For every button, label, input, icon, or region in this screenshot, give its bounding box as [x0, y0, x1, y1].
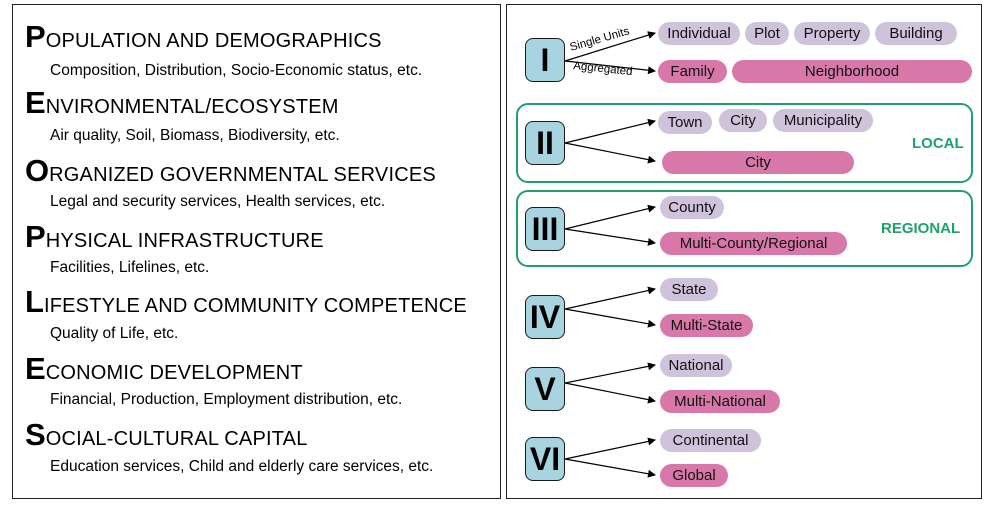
arrow-single [564, 31, 656, 62]
unit-pill: Town [658, 111, 712, 134]
local-label: LOCAL [912, 135, 964, 152]
unit-pill: City [719, 109, 767, 132]
level-box-3: III [525, 207, 565, 251]
arrow-aggregated [564, 308, 656, 328]
category-initial: P [25, 19, 46, 54]
level-box-1: I [525, 38, 565, 82]
scale-panel: Single Units Aggregated LOCAL REGIONAL I… [506, 4, 982, 499]
category-title: HYSICAL INFRASTRUCTURE [45, 230, 324, 252]
category-subtitle: Air quality, Soil, Biomass, Biodiversity… [50, 127, 340, 144]
category-initial: P [25, 219, 46, 254]
arrow-single [564, 118, 656, 144]
category-subtitle: Quality of Life, etc. [50, 325, 179, 342]
unit-pill: County [660, 196, 724, 219]
arrow-aggregated [564, 60, 656, 75]
category-population: POPULATION AND DEMOGRAPHICS [25, 21, 382, 52]
category-subtitle: Financial, Production, Employment distri… [50, 391, 403, 408]
arrow-aggregated [564, 142, 656, 164]
category-title: OPULATION AND DEMOGRAPHICS [45, 30, 382, 52]
regional-label: REGIONAL [881, 220, 961, 237]
unit-pill: Property [794, 22, 870, 45]
category-initial: S [25, 417, 46, 452]
aggregate-pill: City [662, 151, 854, 174]
level-box-5: V [525, 367, 565, 411]
aggregate-pill: Neighborhood [732, 60, 972, 83]
unit-pill: State [660, 278, 718, 301]
category-title: CONOMIC DEVELOPMENT [45, 362, 303, 384]
category-title: NVIRONMENTAL/ECOSYSTEM [45, 96, 339, 118]
level-box-2: II [525, 121, 565, 165]
category-initial: L [25, 284, 44, 319]
peoples-panel: POPULATION AND DEMOGRAPHICS Composition,… [12, 4, 501, 499]
aggregate-pill: Multi-National [660, 390, 780, 413]
arrow-aggregated [564, 228, 656, 246]
unit-pill: Individual [658, 22, 740, 45]
category-physical: PHYSICAL INFRASTRUCTURE [25, 221, 324, 252]
aggregated-label: Aggregated [573, 60, 633, 78]
aggregate-pill: Family [658, 60, 727, 83]
regional-group-box [516, 190, 973, 267]
category-subtitle: Facilities, Lifelines, etc. [50, 259, 210, 276]
aggregate-pill: Multi-State [660, 314, 753, 337]
arrow-aggregated [564, 458, 656, 478]
arrows-layer: Single Units Aggregated [564, 25, 656, 478]
arrow-single [564, 362, 656, 384]
category-subtitle: Composition, Distribution, Socio-Economi… [50, 62, 423, 79]
arrow-aggregated [564, 382, 656, 404]
arrow-single [564, 204, 656, 230]
unit-pill: Continental [660, 429, 761, 452]
category-title: OCIAL-CULTURAL CAPITAL [45, 428, 308, 450]
category-organized: ORGANIZED GOVERNMENTAL SERVICES [25, 155, 436, 186]
aggregate-pill: Multi-County/Regional [660, 232, 847, 255]
category-title: RGANIZED GOVERNMENTAL SERVICES [49, 164, 436, 186]
category-initial: E [25, 351, 46, 386]
aggregate-pill: Global [660, 464, 728, 487]
level-box-6: VI [525, 437, 565, 481]
category-environmental: ENVIRONMENTAL/ECOSYSTEM [25, 87, 339, 118]
category-subtitle: Legal and security services, Health serv… [50, 193, 386, 210]
category-lifestyle: LIFESTYLE AND COMMUNITY COMPETENCE [25, 286, 467, 317]
category-subtitle: Education services, Child and elderly ca… [50, 458, 434, 475]
category-initial: E [25, 85, 46, 120]
category-title: IFESTYLE AND COMMUNITY COMPETENCE [43, 295, 467, 317]
arrow-single [564, 286, 656, 310]
level-box-4: IV [525, 295, 565, 339]
unit-pill: Municipality [773, 109, 873, 132]
category-social: SOCIAL-CULTURAL CAPITAL [25, 419, 308, 450]
unit-pill: Plot [745, 22, 789, 45]
local-group-box [516, 103, 973, 183]
unit-pill: Building [875, 22, 957, 45]
arrow-single [564, 437, 656, 460]
unit-pill: National [660, 354, 732, 377]
category-economic: ECONOMIC DEVELOPMENT [25, 353, 303, 384]
category-initial: O [25, 153, 50, 188]
